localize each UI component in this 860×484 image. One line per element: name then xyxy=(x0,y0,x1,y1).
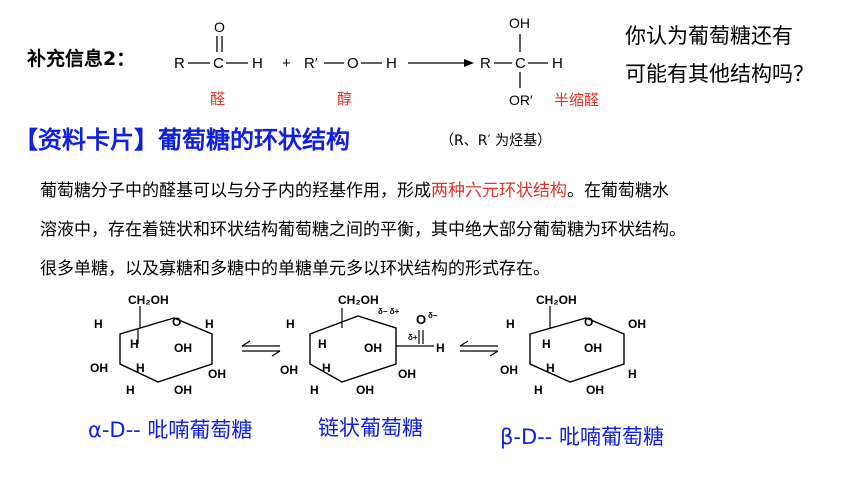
chain-delta-minus: δ− xyxy=(428,311,438,320)
alpha-H1: H xyxy=(94,317,103,331)
aldehyde-H: H xyxy=(252,55,263,72)
alcohol-name: 醇 xyxy=(337,91,352,108)
alpha-H5: H xyxy=(126,383,135,397)
beta-OH2: OH xyxy=(584,341,602,355)
alpha-OH4: OH xyxy=(174,383,192,397)
hemiacetal-H: H xyxy=(552,55,563,72)
chain-H3: H xyxy=(322,361,331,375)
alcohol-H: H xyxy=(386,55,397,72)
alpha-glucose-name: α-D-- 吡喃葡萄糖 xyxy=(88,418,253,442)
aldehyde-name: 醛 xyxy=(210,91,225,108)
beta-OH4: OH xyxy=(586,383,604,397)
beta-OH-top: OH xyxy=(628,317,646,331)
alpha-ring-O: O xyxy=(172,315,181,329)
hemiacetal-C: C xyxy=(515,55,526,72)
chain-OH1: OH xyxy=(280,363,298,377)
alpha-H4: H xyxy=(136,361,145,375)
alpha-H3: H xyxy=(205,317,214,331)
paragraph-highlight: 两种六元环状结构 xyxy=(431,181,567,201)
beta-H5: H xyxy=(534,383,543,397)
hemiacetal-reaction-scheme: R C H O 醛 + R′ O H 醇 R C H OH OR′ 半缩醛 xyxy=(174,15,599,109)
paragraph-line-1: 葡萄糖分子中的醛基可以与分子内的羟基作用，形成两种六元环状结构。在葡萄糖水 xyxy=(40,176,669,201)
alpha-ch2oh: CH₂OH xyxy=(128,293,169,307)
hemiacetal-name: 半缩醛 xyxy=(554,92,599,109)
card-note: （R、R′ 为烃基） xyxy=(440,133,552,149)
aldehyde-R: R xyxy=(174,55,185,72)
beta-ring-O: O xyxy=(584,315,593,329)
beta-H3: H xyxy=(546,361,555,375)
chain-delta-pp: δ− δ+ xyxy=(378,307,400,316)
paragraph-line-2: 溶液中，存在着链状和环状结构葡萄糖之间的平衡，其中绝大部分葡萄糖为环状结构。 xyxy=(40,220,686,240)
chain-OH3: OH xyxy=(398,367,416,381)
plus-sign: + xyxy=(282,55,291,72)
alcohol-R: R′ xyxy=(304,55,318,72)
aldehyde-C: C xyxy=(213,55,224,72)
alcohol-O: O xyxy=(347,55,359,72)
alpha-OH2: OH xyxy=(174,341,192,355)
chain-OH4: OH xyxy=(356,383,374,397)
chain-ch2oh: CH₂OH xyxy=(338,293,379,307)
beta-OH1: OH xyxy=(500,363,518,377)
chain-glucose: CH₂OH δ− δ+ O δ− δ+ H H H OH H OH OH H O… xyxy=(280,293,445,397)
beta-H4: H xyxy=(628,367,637,381)
equilibrium-arrow-1 xyxy=(241,340,281,357)
chain-H2: H xyxy=(318,337,327,351)
alpha-OH1: OH xyxy=(90,361,108,375)
glucose-structures: CH₂OH O H H H OH H OH OH H OH CH₂OH δ− δ… xyxy=(90,293,646,397)
question-line-2: 可能有其他结构吗？ xyxy=(625,62,814,86)
equilibrium-arrow-2 xyxy=(459,340,499,357)
hemiacetal-OH: OH xyxy=(509,15,530,31)
chain-OH2: OH xyxy=(364,341,382,355)
paragraph-line-3: 很多单糖，以及寡糖和多糖中的单糖单元多以环状结构的形式存在。 xyxy=(40,259,550,279)
beta-glucose-ring: CH₂OH O OH H H OH H OH H H OH xyxy=(500,293,646,397)
hemiacetal-OR: OR′ xyxy=(509,92,533,108)
chain-glucose-name: 链状葡萄糖 xyxy=(318,416,423,440)
alpha-H2: H xyxy=(130,337,139,351)
chain-H-aldehyde: H xyxy=(436,341,445,355)
alpha-OH3: OH xyxy=(208,367,226,381)
hemiacetal-R: R xyxy=(480,55,491,72)
beta-H2: H xyxy=(542,337,551,351)
alpha-glucose-ring: CH₂OH O H H H OH H OH OH H OH xyxy=(90,293,226,397)
paragraph-line-1-pre: 葡萄糖分子中的醛基可以与分子内的羟基作用，形成 xyxy=(40,181,431,201)
question-line-1: 你认为葡萄糖还有 xyxy=(625,24,793,48)
aldehyde-O: O xyxy=(214,19,225,35)
chain-H4: H xyxy=(310,383,319,397)
chain-O: O xyxy=(416,312,426,327)
supplement-label: 补充信息2： xyxy=(27,48,136,70)
beta-glucose-name: β-D-- 吡喃葡萄糖 xyxy=(500,425,664,449)
beta-H1: H xyxy=(506,317,515,331)
paragraph-line-1-post: 。在葡萄糖水 xyxy=(567,181,669,201)
beta-ch2oh: CH₂OH xyxy=(536,293,577,307)
chain-delta-plus: δ+ xyxy=(408,333,418,342)
chain-H1: H xyxy=(286,317,295,331)
card-title: 【资料卡片】葡萄糖的环状结构 xyxy=(14,126,350,154)
